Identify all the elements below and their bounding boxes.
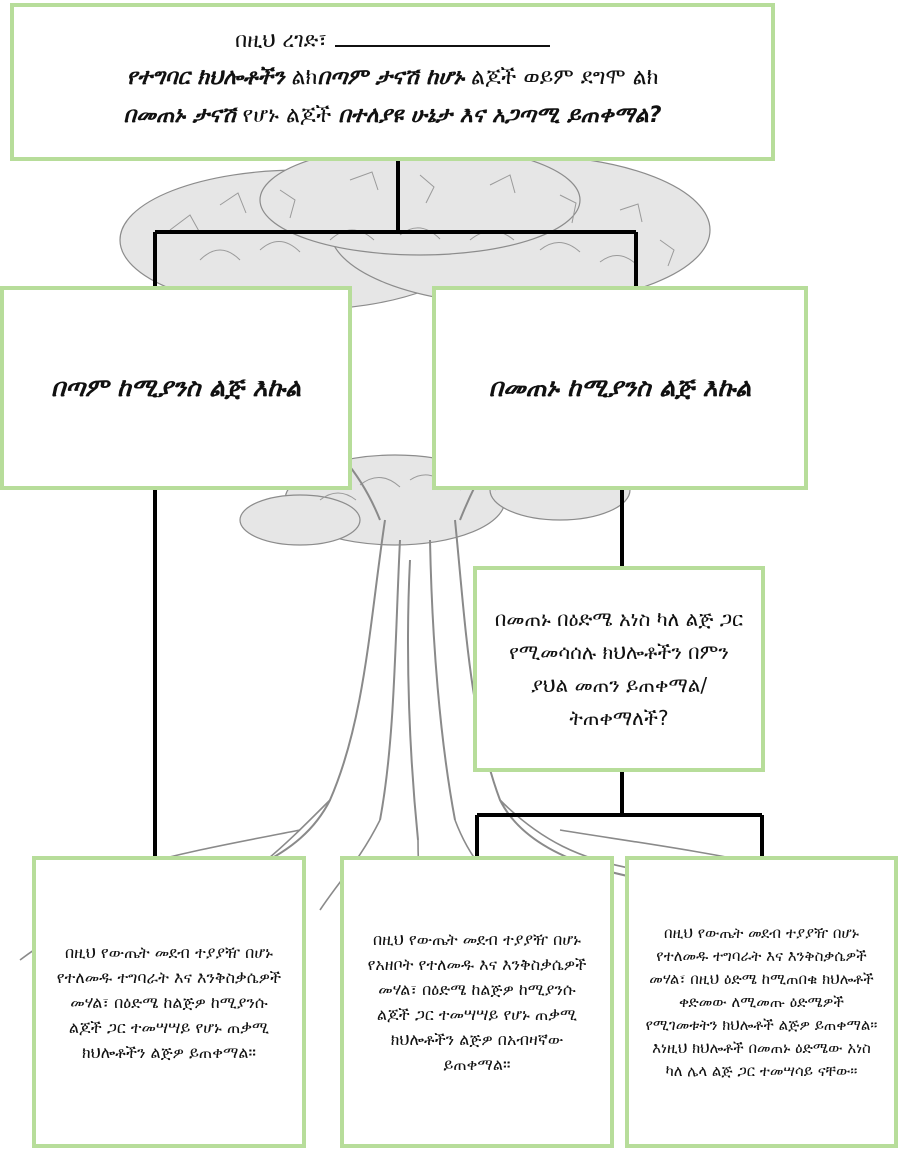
outcome-box-left: በዚህ የውጤት መደብ ተያያዥ በሆኑ የተለመዱ ተግባራት እና እንቅ… [32,856,306,1148]
outcome-box-right: በዚህ የውጤት መደብ ተያያዥ በሆኑ የተለመዱ ተግባራት እና እንቅ… [625,856,898,1148]
branch-somewhat-younger-box: በመጠኑ ከሚያንስ ልጅ እኩል [432,286,808,490]
outcome-box-middle: በዚህ የውጤት መደብ ተያያዥ በሆኑ የአዘቦት የተለመዱ እና እንቅ… [340,856,614,1148]
name-line: በዚህ ረገድ፣ [235,21,550,59]
sub-question-text: በመጠኑ በዕድሜ አነስ ካለ ልጅ ጋር የሚመሳሰሉ ክህሎቶችን በምን… [494,607,744,730]
name-blank-field[interactable] [334,27,550,47]
outcome-text-right: በዚህ የውጤት መደብ ተያያዥ በሆኑ የተለመዱ ተግባራት እና እንቅ… [645,923,878,1080]
outcome-text-left: በዚህ የውጤት መደብ ተያያዥ በሆኑ የተለመዱ ተግባራት እና እንቅ… [56,942,282,1062]
question-line-2: በመጠኑ ታናሽ የሆኑ ልጆች በተለያዩ ሁኔታ እና አጋጣሚ ይጠቀማል… [123,97,661,135]
question-text: ልጆች ወይም ደግሞ ልክ [464,65,659,90]
question-bold-phrase: የተግባር ክህሎቶችን [126,65,285,90]
branch-much-younger-box: በጣም ከሚያንስ ልጅ እኩል [0,286,352,490]
branch-somewhat-younger-label: በመጠኑ ከሚያንስ ልጅ እኩል [488,373,752,402]
outcome-text-middle: በዚህ የውጤት መደብ ተያያዥ በሆኑ የአዘቦት የተለመዱ እና እንቅ… [367,930,587,1074]
question-bold-phrase: በመጠኑ ታናሽ [123,103,236,128]
main-question-box: በዚህ ረገድ፣ የተግባር ክህሎቶችን ልክበጣም ታናሽ ከሆኑ ልጆች … [10,3,775,161]
name-label: በዚህ ረገድ፣ [235,28,327,52]
sub-question-box: በመጠኑ በዕድሜ አነስ ካለ ልጅ ጋር የሚመሳሰሉ ክህሎቶችን በምን… [473,566,765,772]
branch-much-younger-label: በጣም ከሚያንስ ልጅ እኩል [50,373,302,402]
question-text: የሆኑ ልጆች [235,103,339,128]
question-bold-phrase: በጣም ታናሽ ከሆኑ [317,65,465,90]
question-text: ልክ [284,65,318,90]
question-line-1: የተግባር ክህሎቶችን ልክበጣም ታናሽ ከሆኑ ልጆች ወይም ደግሞ ል… [127,59,659,97]
question-bold-phrase: በተለያዩ ሁኔታ እና አጋጣሚ ይጠቀማል? [338,103,662,128]
